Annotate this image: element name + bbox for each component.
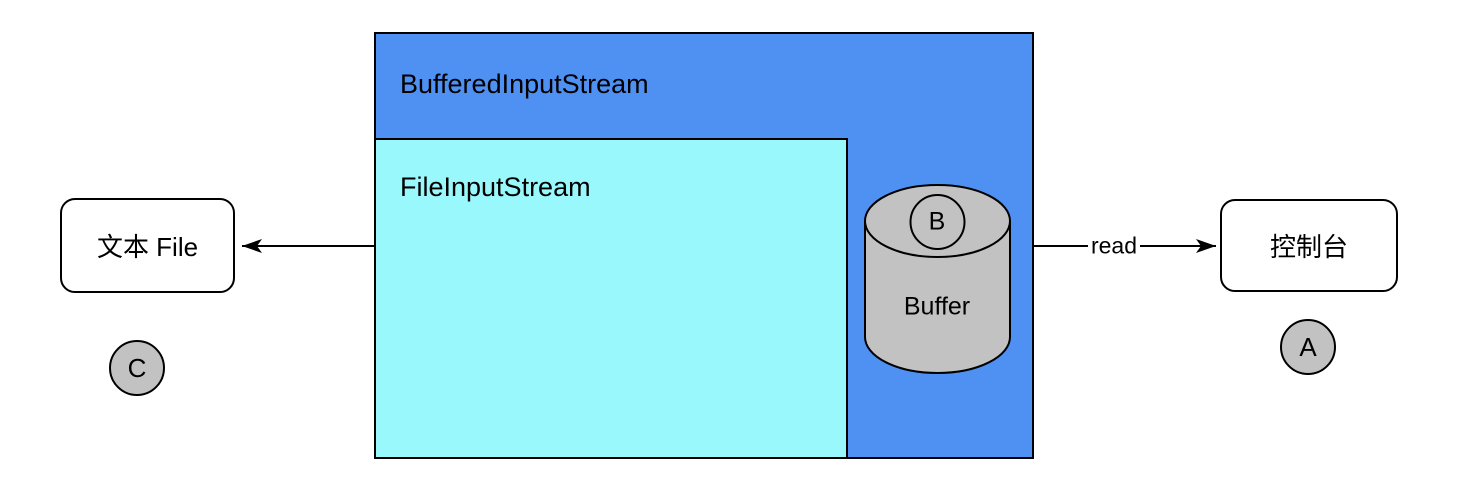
badge-a: A: [1280, 319, 1336, 375]
console-node: 控制台: [1220, 199, 1398, 292]
badge-b-label: B: [928, 207, 946, 236]
badge-c-label: C: [127, 352, 147, 383]
buffered-input-stream-label: BufferedInputStream: [400, 69, 649, 99]
buffer-label: Buffer: [903, 292, 971, 321]
console-node-label: 控制台: [1269, 232, 1348, 262]
file-input-stream-box: [374, 138, 848, 459]
text-file-node: 文本 File: [60, 198, 235, 293]
file-input-stream-label: FileInputStream: [400, 172, 591, 202]
read-arrow-label: read: [1087, 232, 1141, 260]
text-file-node-label: 文本 File: [96, 232, 199, 262]
badge-c: C: [109, 340, 165, 396]
badge-a-label: A: [1299, 331, 1317, 362]
